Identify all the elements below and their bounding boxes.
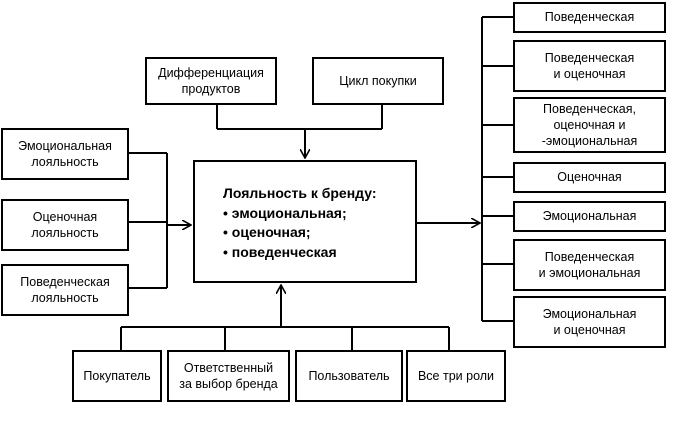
purchase-cycle-box: Цикл покупки — [312, 57, 444, 105]
right-box-behavioral-emotional-label: Поведенческая и эмоциональная — [538, 249, 641, 280]
brand-loyalty-title: Лояльность к бренду: — [223, 185, 377, 201]
emotional-loyalty-label: Эмоциональная лояльность — [18, 138, 112, 169]
right-box-emotional-evaluative-label: Эмоциональная и оценочная — [542, 306, 637, 337]
behavioral-loyalty-label: Поведенческая лояльность — [20, 274, 110, 305]
brand-decision-maker-box: Ответственный за выбор бренда — [167, 350, 290, 402]
right-box-behavioral-label: Поведенческая — [544, 10, 635, 25]
right-box-emotional-evaluative: Эмоциональная и оценочная — [513, 296, 666, 348]
right-box-behavioral-evaluative-label: Поведенческая и оценочная — [544, 50, 635, 81]
purchase-cycle-label: Цикл покупки — [339, 73, 417, 88]
user-label: Пользователь — [308, 368, 390, 383]
brand-loyalty-item-behavioral: • поведенческая — [223, 243, 337, 260]
right-box-behavioral-emotional: Поведенческая и эмоциональная — [513, 239, 666, 291]
product-differentiation-box: Дифференциация продуктов — [145, 57, 277, 105]
evaluative-loyalty-label: Оценочная лояльность — [31, 209, 99, 240]
brand-loyalty-box: Лояльность к бренду: • эмоциональная; • … — [193, 160, 417, 283]
user-box: Пользователь — [295, 350, 403, 402]
emotional-loyalty-box: Эмоциональная лояльность — [1, 128, 129, 180]
brand-loyalty-item-evaluative: • оценочная; — [223, 224, 311, 241]
right-box-behavioral: Поведенческая — [513, 2, 666, 33]
behavioral-loyalty-box: Поведенческая лояльность — [1, 264, 129, 316]
right-box-behavioral-evaluative-emotional-label: Поведенческая, оценочная и -эмоциональна… — [541, 101, 638, 149]
right-box-evaluative-label: Оценочная — [557, 170, 622, 185]
right-box-behavioral-evaluative: Поведенческая и оценочная — [513, 40, 666, 92]
product-differentiation-label: Дифференциация продуктов — [158, 65, 264, 96]
right-box-emotional: Эмоциональная — [513, 201, 666, 232]
brand-loyalty-item-emotional: • эмоциональная; — [223, 204, 347, 221]
right-box-evaluative: Оценочная — [513, 162, 666, 193]
buyer-label: Покупатель — [83, 368, 151, 383]
all-three-roles-label: Все три роли — [417, 368, 495, 383]
right-box-behavioral-evaluative-emotional: Поведенческая, оценочная и -эмоциональна… — [513, 97, 666, 153]
buyer-box: Покупатель — [72, 350, 162, 402]
evaluative-loyalty-box: Оценочная лояльность — [1, 199, 129, 251]
all-three-roles-box: Все три роли — [406, 350, 506, 402]
brand-decision-maker-label: Ответственный за выбор бренда — [179, 360, 278, 391]
right-box-emotional-label: Эмоциональная — [542, 209, 637, 224]
